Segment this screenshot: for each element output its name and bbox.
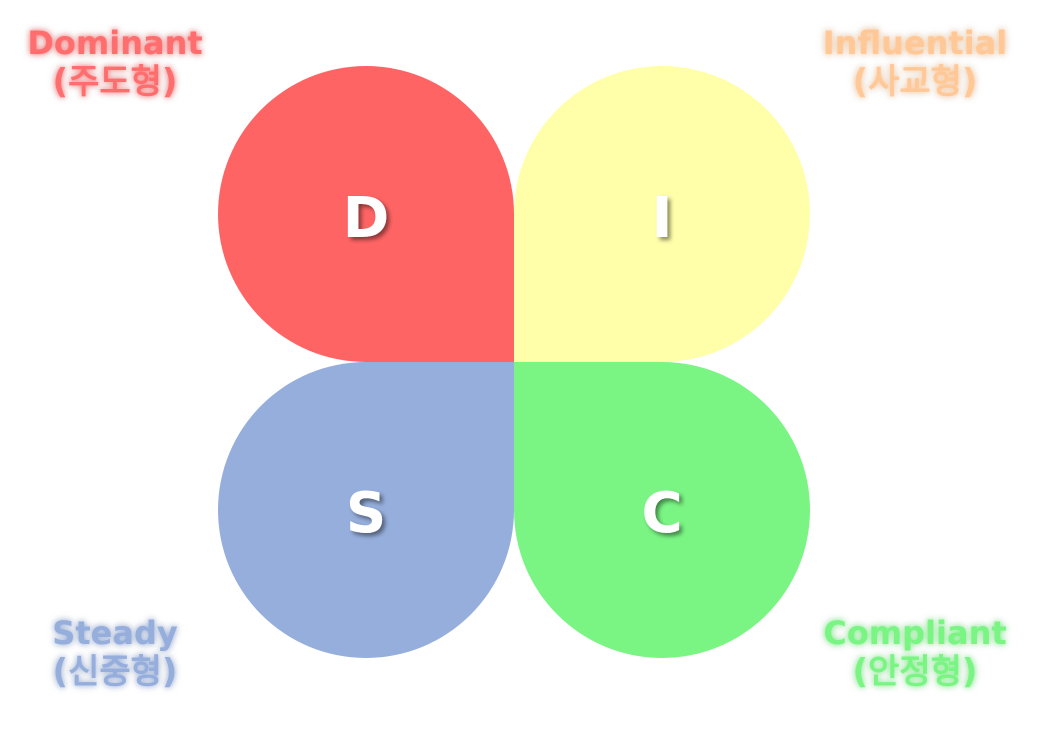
label-compliant-ko: (안정형) [852,652,978,693]
label-dominant-en: Dominant [27,24,203,62]
petal-letter-i: I [652,186,673,251]
label-influential: Influential (사교형) [815,24,1015,103]
petal-letter-s: S [346,481,386,546]
petal-c [514,362,810,658]
petal-i [514,66,810,362]
label-influential-ko: (사교형) [852,62,978,103]
petal-d [218,66,514,362]
label-dominant: Dominant (주도형) [20,24,210,103]
petal-letter-d: D [343,186,389,251]
label-steady: Steady (신중형) [20,614,210,693]
petal-letter-c: C [641,481,682,546]
label-influential-en: Influential [822,24,1008,62]
label-steady-ko: (신중형) [52,652,178,693]
label-steady-en: Steady [52,614,178,652]
label-compliant-en: Compliant [823,614,1007,652]
petal-s [218,362,514,658]
label-compliant: Compliant (안정형) [815,614,1015,693]
label-dominant-ko: (주도형) [52,62,178,103]
